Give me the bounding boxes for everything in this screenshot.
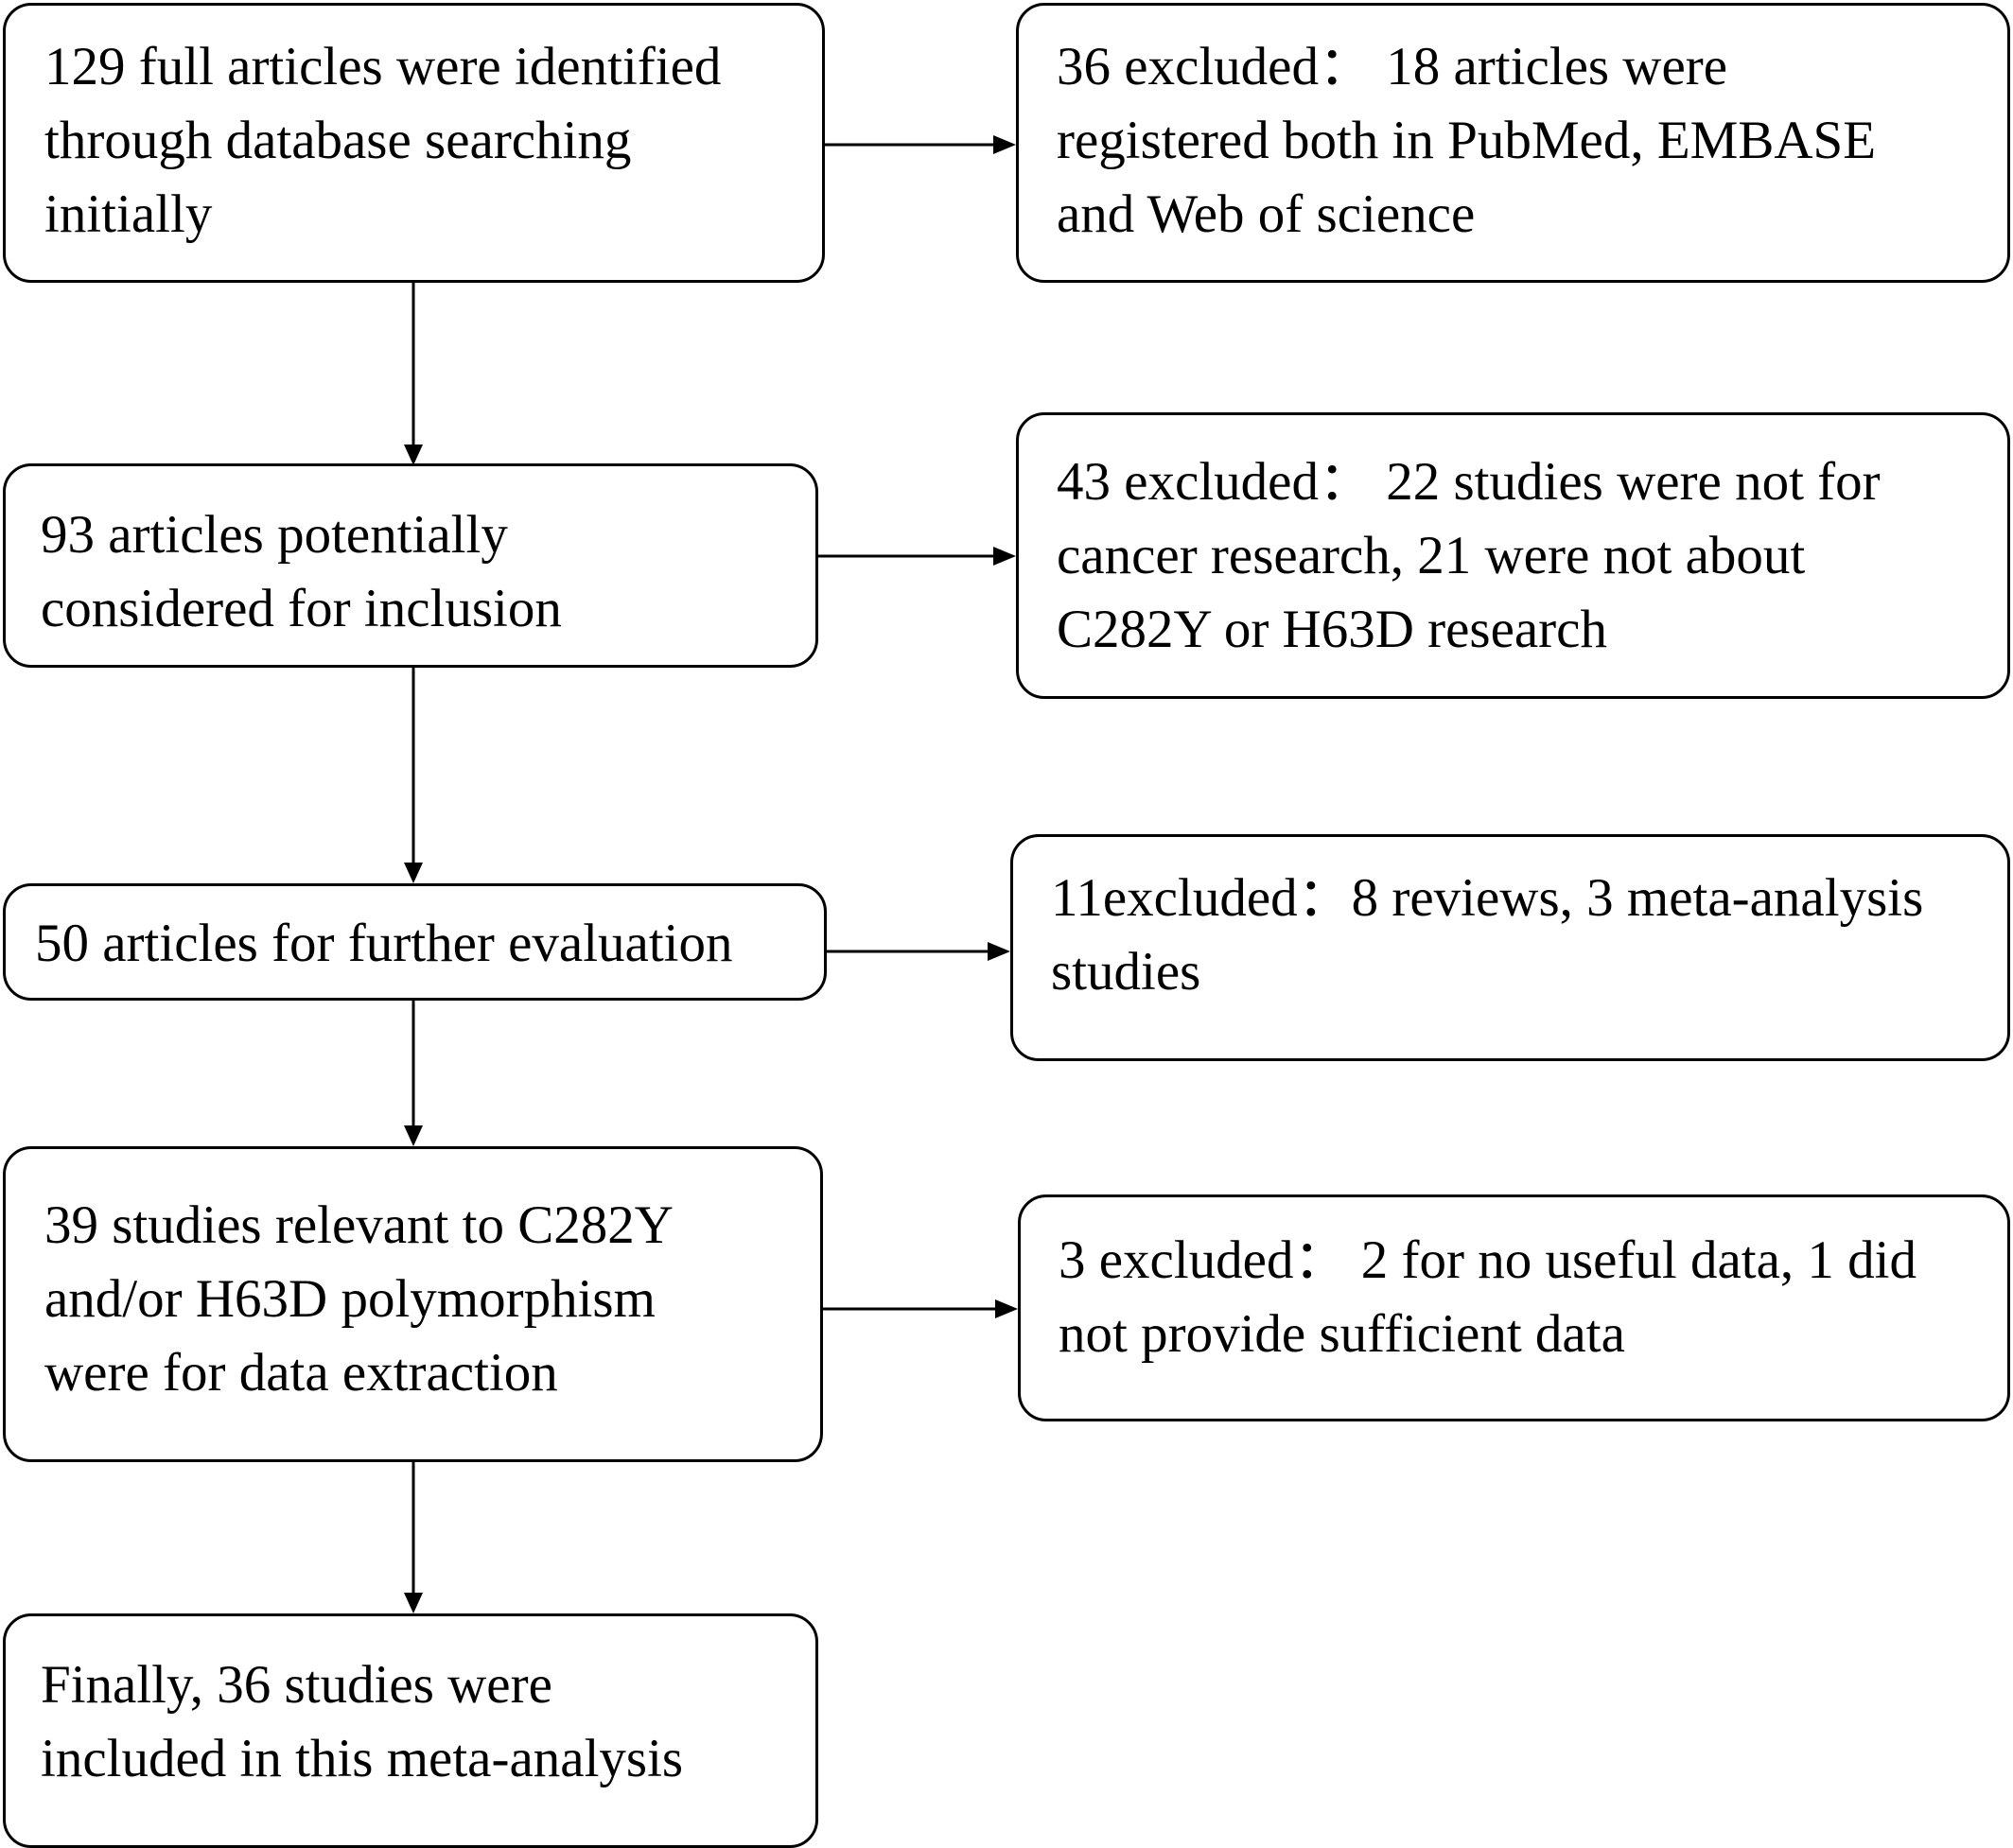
step-box-identified: 129 full articles were identified throug… [3, 3, 825, 283]
exclusion-duplicates-line-2: registered both in PubMed, EMBASE [1057, 111, 1877, 170]
step-box-potentially-considered: 93 articles potentially considered for i… [3, 463, 818, 668]
arrowhead-step-1-to-2 [404, 445, 423, 465]
exclusion-not-relevant-line-1: 43 excluded： 22 studies were not for [1057, 452, 1881, 512]
step-identified-line-1: 129 full articles were identified [44, 37, 722, 96]
exclusion-box-duplicates: 36 excluded： 18 articles were registered… [1016, 3, 2010, 283]
arrowhead-exclusion-2 [993, 547, 1016, 566]
arrowhead-exclusion-4 [995, 1299, 1018, 1318]
exclusion-duplicates-line-1: 36 excluded： 18 articles were [1057, 37, 1728, 96]
step-extraction-line-3: were for data extraction [44, 1343, 558, 1403]
exclusion-not-relevant-line-3: C282Y or H63D research [1057, 600, 1607, 659]
arrowhead-exclusion-3 [988, 942, 1010, 961]
exclusion-insufficient-line-1: 3 excluded： 2 for no useful data, 1 did [1059, 1230, 1917, 1290]
arrowhead-step-2-to-3 [404, 863, 423, 883]
exclusion-duplicates-line-3: and Web of science [1057, 184, 1476, 244]
step-extraction-line-1: 39 studies relevant to C282Y [44, 1195, 674, 1255]
step-box-further-evaluation: 50 articles for further evaluation [3, 883, 827, 1001]
step-identified-line-3: initially [44, 184, 213, 244]
step-box-final-included: Finally, 36 studies were included in thi… [3, 1613, 818, 1848]
step-identified-line-2: through database searching [44, 111, 632, 170]
step-evaluation-line-1: 50 articles for further evaluation [35, 914, 733, 973]
exclusion-reviews-line-1: 11excluded：8 reviews, 3 meta-analysis [1051, 868, 1924, 928]
exclusion-insufficient-line-2: not provide sufficient data [1059, 1304, 1625, 1364]
arrowhead-step-3-to-4 [404, 1125, 423, 1146]
step-final-line-1: Finally, 36 studies were [41, 1655, 552, 1715]
exclusion-box-reviews: 11excluded：8 reviews, 3 meta-analysis st… [1010, 834, 2010, 1061]
arrowhead-exclusion-1 [993, 135, 1016, 154]
step-box-data-extraction: 39 studies relevant to C282Y and/or H63D… [3, 1146, 823, 1462]
exclusion-reviews-line-2: studies [1051, 942, 1201, 1002]
exclusion-not-relevant-line-2: cancer research, 21 were not about [1057, 526, 1806, 585]
step-considered-line-2: considered for inclusion [41, 579, 562, 638]
arrowhead-step-4-to-5 [404, 1593, 423, 1613]
step-considered-line-1: 93 articles potentially [41, 505, 508, 565]
exclusion-box-not-relevant: 43 excluded： 22 studies were not for can… [1016, 412, 2010, 699]
exclusion-box-insufficient-data: 3 excluded： 2 for no useful data, 1 did … [1018, 1194, 2010, 1421]
step-final-line-2: included in this meta-analysis [41, 1729, 684, 1788]
step-extraction-line-2: and/or H63D polymorphism [44, 1269, 656, 1329]
